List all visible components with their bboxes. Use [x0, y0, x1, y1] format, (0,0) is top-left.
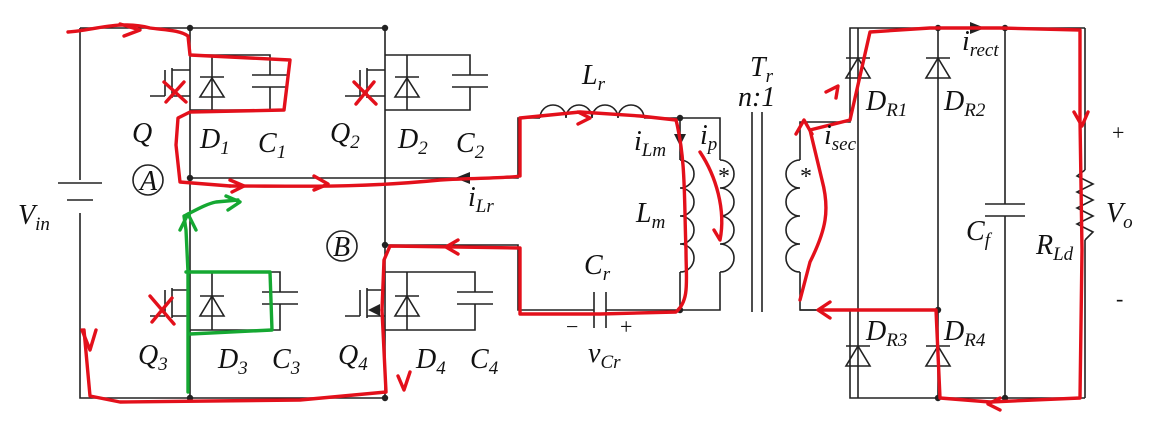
label-q2: Q2 — [330, 118, 360, 153]
red-ink-annotations — [66, 22, 1090, 412]
label-lr: Lr — [581, 60, 606, 95]
label-dr4: DR4 — [943, 316, 986, 351]
load-resistor-rld — [1075, 28, 1095, 398]
label-ilr: iLr — [468, 182, 494, 217]
node-b-marker — [326, 230, 358, 262]
label-cr: Cr — [584, 250, 611, 285]
label-d1: D1 — [199, 124, 230, 159]
label-tr: Tr — [750, 52, 774, 87]
text-labels: Vin Q D1 C1 Q2 D2 C2 Q3 D3 C3 Q4 D4 C4 A… — [18, 26, 1133, 379]
label-plus: + — [1112, 120, 1124, 145]
label-c3: C3 — [272, 344, 300, 379]
switch-cell-q3 — [150, 271, 298, 331]
label-minus: - — [1116, 286, 1123, 311]
label-cr-plus: + — [620, 314, 632, 339]
label-d3: D3 — [217, 344, 248, 379]
label-vcr: vCr — [588, 338, 621, 373]
vin-battery — [58, 182, 102, 201]
switch-cell-q1 — [150, 54, 288, 111]
dot-primary: * — [718, 164, 730, 190]
label-c2: C2 — [456, 128, 485, 163]
transformer-tr — [751, 27, 1085, 399]
dot-secondary: * — [800, 164, 812, 190]
label-q1: Q — [132, 118, 152, 149]
label-c1: C1 — [258, 128, 286, 163]
label-ilm: iLm — [634, 126, 666, 161]
switch-cell-q2 — [345, 54, 488, 111]
label-lm: Lm — [635, 198, 665, 233]
label-q4: Q4 — [338, 340, 368, 375]
green-ink-annotations — [178, 194, 274, 394]
resonant-capacitor-cr — [580, 292, 680, 328]
output-capacitor-cf — [985, 28, 1025, 398]
label-vo: Vo — [1106, 198, 1133, 233]
label-cr-minus: − — [566, 314, 578, 339]
node-a-marker — [132, 164, 164, 196]
label-ip: ip — [700, 120, 717, 155]
label-rld: RLd — [1035, 230, 1074, 265]
switch-cell-q4 — [345, 271, 493, 331]
label-vin: Vin — [18, 200, 50, 235]
label-irect: irect — [962, 26, 999, 61]
label-dr3: DR3 — [865, 316, 907, 351]
label-dr2: DR2 — [943, 86, 986, 121]
label-d4: D4 — [415, 344, 446, 379]
label-q3: Q3 — [138, 340, 168, 375]
label-ratio: n:1 — [738, 82, 775, 113]
label-c4: C4 — [470, 344, 499, 379]
label-dr1: DR1 — [865, 86, 907, 121]
label-node-b: B — [333, 232, 350, 263]
label-cf: Cf — [966, 216, 993, 251]
label-isec: isec — [824, 120, 857, 155]
label-d2: D2 — [397, 124, 428, 159]
label-node-a: A — [138, 166, 158, 197]
